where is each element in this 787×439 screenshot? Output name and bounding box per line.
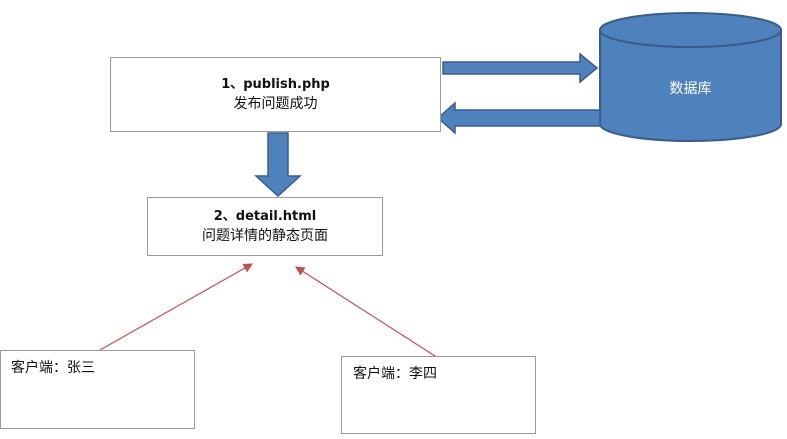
detail-node-caption: 问题详情的静态页面 [202,227,328,244]
detail-node: 2、detail.html 问题详情的静态页面 [147,197,383,256]
connector-client-b-to-detail [294,266,436,357]
publish-node-title: 1、publish.php [221,76,330,92]
publish-node: 1、publish.php 发布问题成功 [110,57,441,132]
client-a-label: 客户端：张三 [11,360,95,376]
arrow-database-to-publish [436,101,601,135]
database-label: 数据库 [669,81,712,97]
arrow-publish-to-database [442,52,599,84]
connector-client-a-to-detail [99,263,254,351]
publish-node-caption: 发布问题成功 [233,95,318,112]
arrow-publish-to-detail [254,132,302,198]
client-b-label: 客户端：李四 [353,366,437,382]
database-cylinder [599,12,782,142]
detail-node-title: 2、detail.html [213,208,317,224]
client-a-node: 客户端：张三 [0,350,195,429]
client-b-node: 客户端：李四 [341,356,536,434]
